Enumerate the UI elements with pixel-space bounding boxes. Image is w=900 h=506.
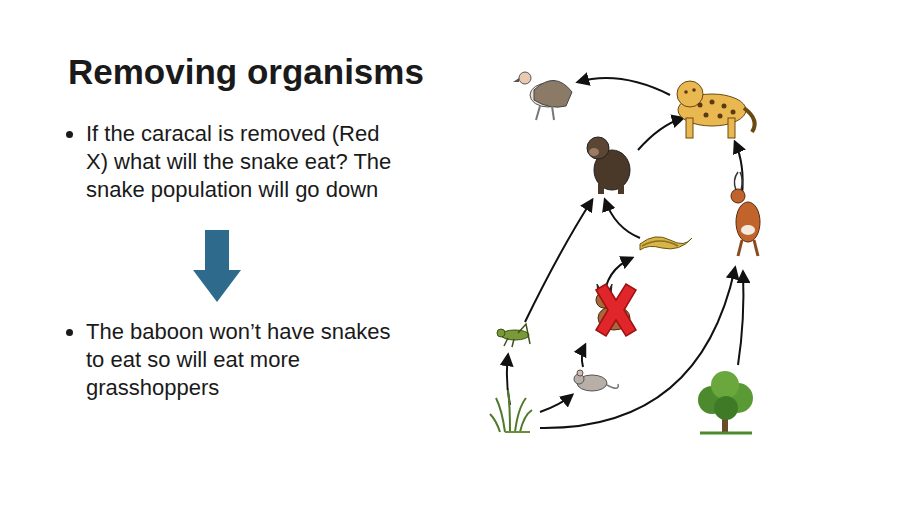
leopard-picture — [677, 81, 755, 138]
vulture-picture — [513, 72, 572, 120]
down-arrow — [193, 230, 241, 302]
grass-picture — [490, 390, 532, 432]
slide-title: Removing organisms — [68, 52, 424, 92]
impala-picture — [731, 172, 760, 256]
mouse-picture — [574, 370, 618, 391]
bullet-text: The baboon won’t have snakes to eat so w… — [86, 318, 396, 402]
bullet-list: If the caracal is removed (Red X) what w… — [62, 120, 396, 204]
red-x — [596, 284, 636, 336]
snake-picture — [640, 237, 692, 250]
food-web-arrows — [507, 78, 744, 428]
grasshopper-picture — [497, 324, 530, 347]
bullet-text: If the caracal is removed (Red X) what w… — [86, 120, 396, 204]
bush-picture — [698, 371, 753, 433]
baboon-picture — [587, 137, 630, 194]
bullet-list: The baboon won’t have snakes to eat so w… — [62, 318, 396, 402]
